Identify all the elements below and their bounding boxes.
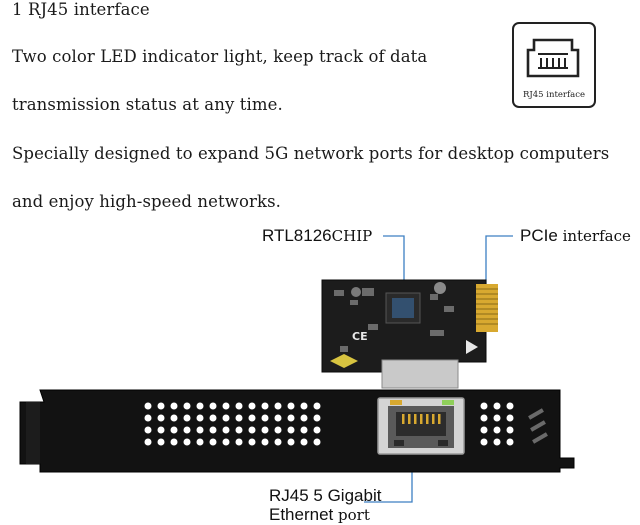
pcie-callout-name: PCIe <box>520 226 558 245</box>
pcie-callout: PCIe interface <box>520 226 631 246</box>
pcb-board: CE <box>321 279 498 373</box>
chip-callout-model: RTL8126 <box>262 226 332 245</box>
rj45-port-housing <box>381 359 459 389</box>
pcie-callout-line <box>485 235 513 290</box>
rj45-port-icon <box>526 38 580 78</box>
pcie-bracket <box>19 389 575 473</box>
chip-callout: RTL8126CHIP <box>262 226 372 246</box>
rj45-interface-badge: RJ45 interface <box>512 22 596 108</box>
rj45-ethernet-port <box>377 397 465 455</box>
pcie-callout-suffix: interface <box>557 227 631 245</box>
bracket-vent-holes-right <box>480 402 514 446</box>
text-line-2: Two color LED indicator light, keep trac… <box>12 47 428 66</box>
led-indicator-left <box>390 400 402 405</box>
rj45-badge-label: RJ45 interface <box>522 90 586 100</box>
pcie-gold-fingers <box>476 284 498 332</box>
port-callout-line2: Ethernet <box>269 505 334 524</box>
port-callout-line <box>364 468 413 503</box>
text-line-3: transmission status at any time. <box>12 95 283 114</box>
led-indicator-right <box>442 400 454 405</box>
bracket-vent-holes-left <box>144 402 321 446</box>
text-line-5: and enjoy high-speed networks. <box>12 192 281 211</box>
chip-callout-suffix: CHIP <box>331 227 373 245</box>
port-callout: RJ45 5 Gigabit Ethernet port <box>269 486 381 525</box>
port-callout-line1: RJ45 5 Gigabit <box>269 486 382 505</box>
rj45-contact-pins <box>402 414 441 424</box>
text-line-1: 1 RJ45 interface <box>12 0 150 19</box>
chip-callout-line <box>383 235 405 298</box>
port-callout-line2-suffix: port <box>333 506 370 524</box>
pcb-ce-marking: CE <box>352 330 368 343</box>
text-line-4: Specially designed to expand 5G network … <box>12 144 610 163</box>
